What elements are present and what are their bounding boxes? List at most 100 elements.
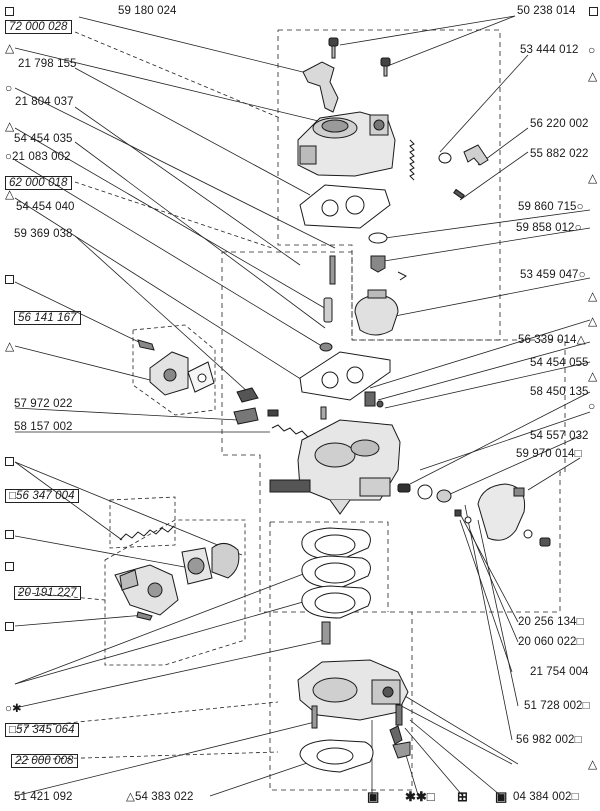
part-number-text: 53 459 047 — [520, 269, 579, 281]
triangle-marker: △ — [588, 314, 598, 328]
part-label-54454055: 54 454 055 — [530, 357, 589, 369]
clip-part — [397, 271, 407, 281]
triangle-marker: △ — [588, 171, 598, 185]
pump-cover-part — [477, 483, 526, 541]
part-label-56982002: 56 982 002□ — [516, 734, 582, 747]
top-gasket-part — [299, 184, 391, 229]
part-number-text: 59 858 012 — [516, 222, 575, 234]
lower-gasket-2-part — [301, 555, 371, 589]
part-number-text: 54 383 022 — [134, 791, 194, 803]
part-label-21083002: ○21 083 002 — [5, 151, 71, 164]
part-number-text: 59 860 715 — [518, 201, 577, 213]
part-label-56339014: 56 339 014△ — [518, 334, 586, 347]
part-label-54454040: 54 454 040 — [16, 201, 75, 213]
part-label-20256134: 20 256 134□ — [518, 616, 584, 629]
screw-part — [328, 37, 391, 77]
small-ring-part — [319, 342, 333, 352]
part-label-59860715: 59 860 715○ — [518, 201, 584, 214]
part-label-04384002: 04 384 002□ — [513, 791, 579, 804]
square-marker: □ — [9, 724, 17, 736]
triangle-marker: △ — [588, 369, 598, 383]
part-number-text: 56 339 014 — [518, 334, 577, 346]
part-label-58450135: 58 450 135 — [530, 386, 589, 398]
lower-gasket-3-part — [301, 585, 371, 619]
circle-asterisk-marker: ○✱ — [5, 703, 22, 715]
square-marker — [5, 275, 14, 284]
triangle-marker: △ — [588, 289, 598, 303]
triangle-marker: △ — [576, 334, 586, 346]
circle-marker: ○ — [576, 201, 584, 213]
choke-housing-part — [114, 564, 179, 616]
choke-cover-part — [181, 543, 240, 585]
square-marker: □ — [582, 700, 590, 712]
parts-artwork — [114, 37, 551, 773]
part-label-20060022: 20 060 022□ — [518, 636, 584, 649]
pin-part — [323, 297, 333, 323]
side-screw-part — [137, 339, 155, 351]
needle-part — [453, 188, 465, 200]
part-label-59369038: 59 369 038 — [14, 228, 73, 240]
part-number-text: 59 970 014 — [516, 448, 575, 460]
square-marker: □ — [574, 448, 582, 460]
part-number-text: 56 347 004 — [16, 490, 75, 502]
lower-gasket-1-part — [301, 527, 371, 561]
circle-marker: ○ — [5, 151, 13, 163]
square-marker: □ — [9, 490, 17, 502]
circle-marker: ○ — [588, 43, 596, 57]
square-marker — [589, 7, 598, 16]
triangle-marker: △ — [5, 41, 15, 55]
boxed-dot-symbol: ▣ — [367, 789, 380, 804]
square-marker — [5, 7, 14, 16]
jet-part — [329, 255, 336, 285]
seat-part — [370, 255, 386, 273]
part-label-57345064: □57 345 064 — [5, 723, 79, 737]
part-label-22000008: 22 000 008 — [11, 754, 78, 768]
base-gasket-part — [299, 739, 374, 773]
part-label-21798155: 21 798 155 — [18, 58, 77, 70]
part-number-text: 04 384 002 — [513, 791, 572, 803]
part-label-59970014: 59 970 014□ — [516, 448, 582, 461]
part-label-54557032: 54 557 032 — [530, 430, 589, 442]
part-number-text: 57 345 064 — [16, 724, 75, 736]
part-number-text: 51 728 002 — [524, 700, 583, 712]
washer-part — [368, 232, 388, 244]
part-label-51728002: 51 728 002□ — [524, 700, 590, 713]
flange-plate-part — [149, 351, 215, 396]
square-marker: □ — [571, 791, 579, 803]
ring-washer-part — [438, 152, 452, 164]
circle-marker: ○ — [578, 269, 586, 281]
part-label-57972022: 57 972 022 — [14, 398, 73, 410]
part-label-72000028: 72 000 028 — [5, 20, 72, 34]
triangle-marker: △ — [588, 69, 598, 83]
part-label-54383022: △54 383 022 — [126, 791, 194, 804]
part-label-56141167: 56 141 167 — [14, 311, 81, 325]
lower-body-part — [297, 659, 409, 721]
square-marker: □ — [574, 734, 582, 746]
spring-part — [409, 139, 415, 181]
double-asterisk-square-symbol: ✱✱□ — [405, 789, 435, 804]
carb-body-part — [269, 419, 401, 515]
triangle-marker: △ — [5, 339, 15, 353]
circle-marker: ○ — [5, 81, 13, 95]
idle-jet-part — [233, 387, 309, 438]
part-number-text: 20 060 022 — [518, 636, 577, 648]
triangle-marker: △ — [588, 757, 598, 771]
tube-part — [320, 406, 327, 420]
part-label-50238014: 50 238 014 — [517, 5, 576, 17]
middle-gasket-part — [299, 351, 391, 401]
part-number-text: 21 083 002 — [12, 151, 71, 163]
group-outline-flange — [132, 324, 216, 416]
part-label-59180024: 59 180 024 — [118, 5, 177, 17]
fitting-part — [463, 144, 489, 166]
group-outline-choke — [104, 519, 246, 666]
part-number-text: 20 256 134 — [518, 616, 577, 628]
part-label-20191227: 20 191 227 — [14, 586, 81, 600]
group-outline-spring — [109, 496, 176, 549]
part-number-text: 56 982 002 — [516, 734, 575, 746]
part-label-21754004: 21 754 004 — [530, 666, 589, 678]
circle-marker: ○ — [574, 222, 582, 234]
part-label-56220002: 56 220 002 — [530, 118, 589, 130]
part-label-56347004: □56 347 004 — [5, 489, 79, 503]
